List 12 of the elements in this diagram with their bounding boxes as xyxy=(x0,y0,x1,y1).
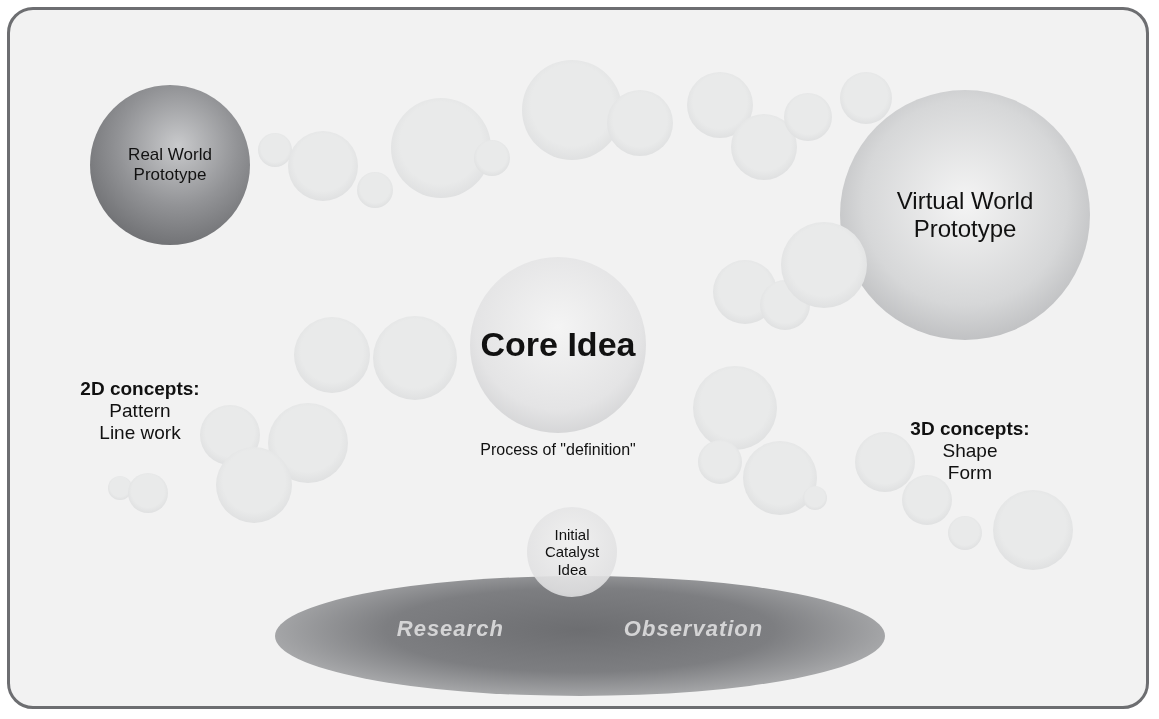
bubble-label: Core Idea xyxy=(480,325,636,365)
group-items: Pattern Line work xyxy=(98,400,182,444)
bubble-label: Observation xyxy=(623,616,764,642)
bubble-label: Research xyxy=(396,616,504,642)
bubble xyxy=(840,72,892,124)
bubble-label: Initial Catalyst Idea xyxy=(543,526,601,578)
node-label: Process of "definition" xyxy=(479,441,637,460)
bubble-label: Virtual World Prototype xyxy=(895,187,1035,243)
group-heading: 3D concepts: xyxy=(909,418,1031,440)
bubble-label: Real World Prototype xyxy=(127,145,213,185)
group-items: Shape Form xyxy=(941,440,999,484)
group-heading: 2D concepts: xyxy=(79,378,201,400)
